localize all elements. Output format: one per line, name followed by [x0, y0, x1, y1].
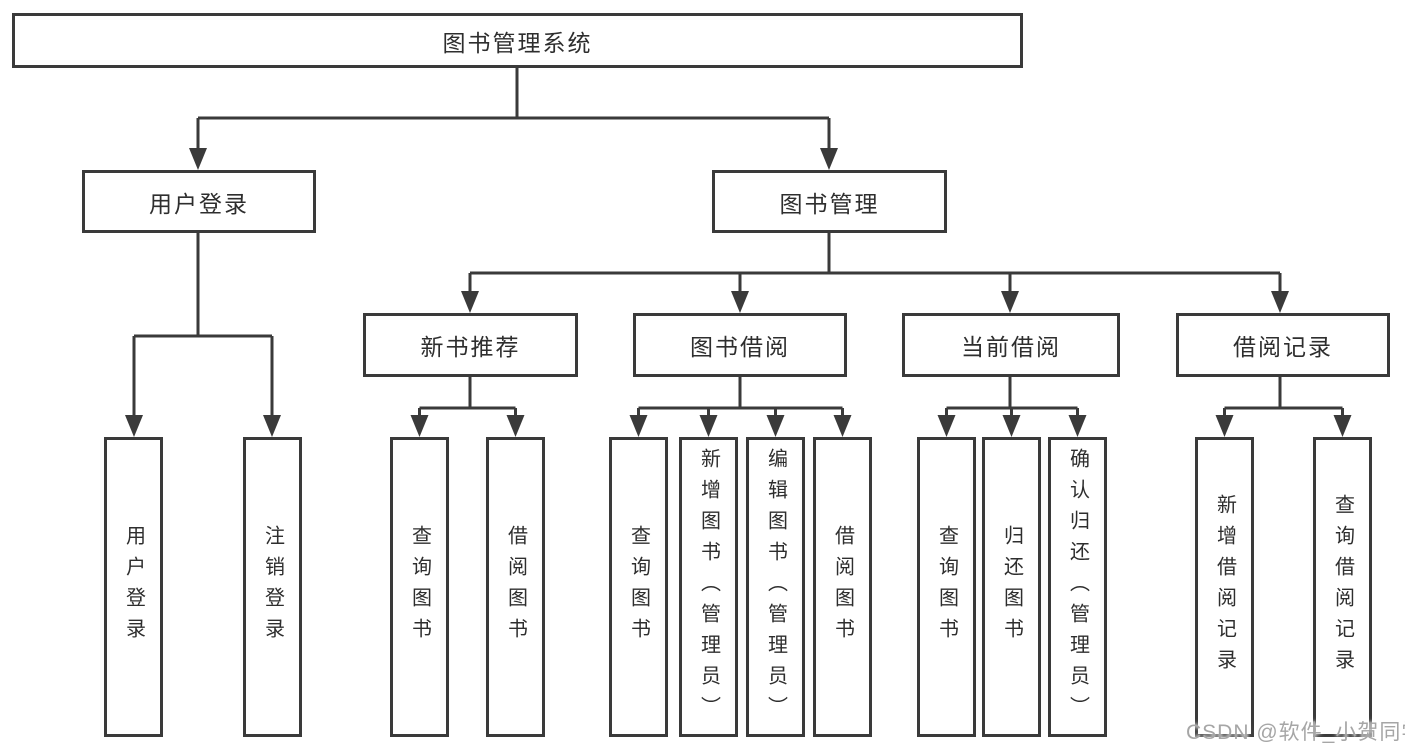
leaf-borrow-edit-books-admin: 编辑图书（管理员） — [746, 437, 805, 737]
leaf-logout: 注销登录 — [243, 437, 302, 737]
connector-book-mgmt-to-level3 — [461, 233, 1289, 313]
leaf-user-login: 用户登录 — [104, 437, 163, 737]
leaf-current-confirm-return-admin: 确认归还（管理员） — [1048, 437, 1107, 737]
leaf-borrow-query-books: 查询图书 — [609, 437, 668, 737]
node-root-label: 图书管理系统 — [442, 29, 593, 56]
leaf-borrow-borrow-books: 借阅图书 — [813, 437, 872, 737]
leaf-logout-label: 注销登录 — [261, 525, 284, 649]
leaf-newbook-query-books-label: 查询图书 — [408, 525, 431, 649]
leaf-borrow-edit-books-admin-label: 编辑图书（管理员） — [764, 447, 787, 727]
leaf-current-return-books: 归还图书 — [982, 437, 1041, 737]
leaf-newbook-borrow-books: 借阅图书 — [486, 437, 545, 737]
leaf-current-query-books-label: 查询图书 — [935, 525, 958, 649]
leaf-newbook-borrow-books-label: 借阅图书 — [504, 525, 527, 649]
leaf-borrow-borrow-books-label: 借阅图书 — [831, 525, 854, 649]
leaf-current-return-books-label: 归还图书 — [1000, 525, 1023, 649]
node-user-login-label: 用户登录 — [149, 190, 249, 217]
node-borrow-record: 借阅记录 — [1176, 313, 1390, 377]
connector-root-to-level2 — [189, 68, 838, 170]
connector-user-login-to-children — [125, 233, 281, 437]
leaf-borrow-add-books-admin-label: 新增图书（管理员） — [697, 447, 720, 727]
connector-current-borrow-to-children — [937, 377, 1087, 437]
leaf-record-query-borrow-record: 查询借阅记录 — [1313, 437, 1372, 737]
node-new-book-rec: 新书推荐 — [363, 313, 578, 377]
connector-new-book-to-children — [410, 377, 525, 437]
node-book-borrow-label: 图书借阅 — [690, 334, 790, 360]
node-current-borrow: 当前借阅 — [902, 313, 1120, 377]
leaf-record-add-borrow-record: 新增借阅记录 — [1195, 437, 1254, 737]
connector-borrow-record-to-children — [1215, 377, 1352, 437]
node-book-mgmt-label: 图书管理 — [779, 190, 880, 217]
leaf-current-query-books: 查询图书 — [917, 437, 976, 737]
leaf-user-login-label: 用户登录 — [122, 525, 145, 649]
node-borrow-record-label: 借阅记录 — [1233, 334, 1333, 360]
leaf-borrow-query-books-label: 查询图书 — [627, 525, 650, 649]
node-root: 图书管理系统 — [12, 13, 1023, 68]
csdn-watermark: CSDN @软件_小贺同学 — [1186, 721, 1405, 744]
leaf-record-add-borrow-record-label: 新增借阅记录 — [1213, 494, 1236, 680]
leaf-borrow-add-books-admin: 新增图书（管理员） — [679, 437, 738, 737]
node-book-mgmt: 图书管理 — [712, 170, 947, 233]
node-user-login: 用户登录 — [82, 170, 316, 233]
node-current-borrow-label: 当前借阅 — [961, 334, 1061, 360]
leaf-current-confirm-return-admin-label: 确认归还（管理员） — [1066, 447, 1089, 727]
leaf-newbook-query-books: 查询图书 — [390, 437, 449, 737]
leaf-record-query-borrow-record-label: 查询借阅记录 — [1331, 494, 1354, 680]
node-new-book-rec-label: 新书推荐 — [420, 334, 521, 360]
connector-book-borrow-to-children — [629, 377, 852, 437]
node-book-borrow: 图书借阅 — [633, 313, 847, 377]
